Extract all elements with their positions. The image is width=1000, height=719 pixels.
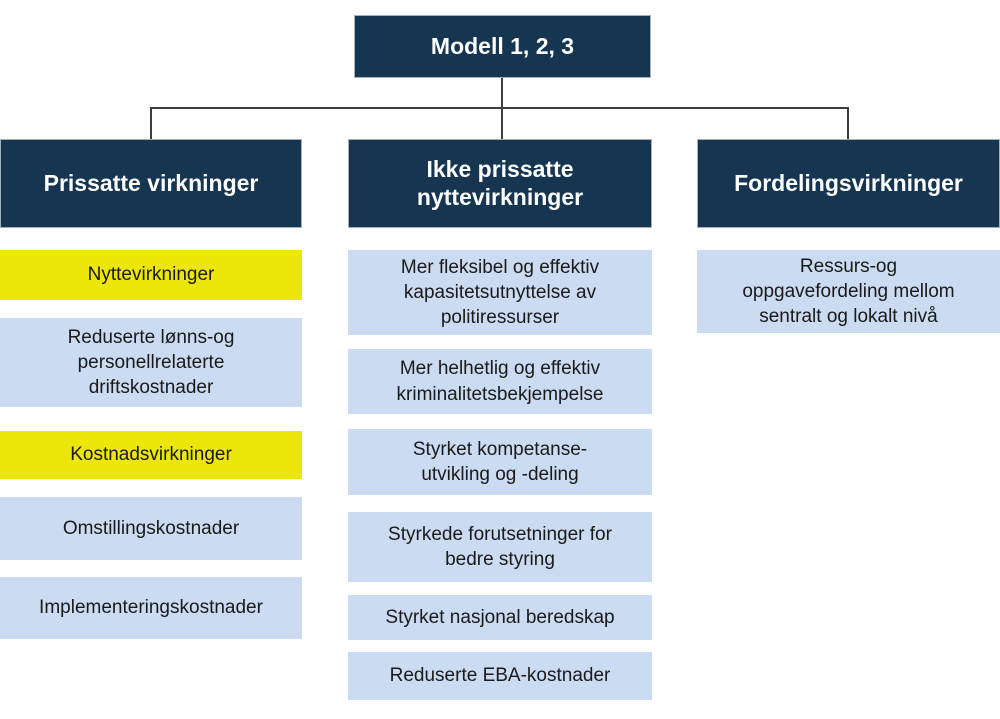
connector-drop-right [847,107,849,139]
item-omstillingskostnader: Omstillingskostnader [0,497,302,560]
item-implementeringskostnader: Implementeringskostnader [0,577,302,639]
root-model-box: Modell 1, 2, 3 [354,15,651,78]
item-helhetlig-kriminalitetsbekjempelse: Mer helhetlig og effektiv kriminalitetsb… [348,349,652,414]
item-fleksibel-kapasitetsutnyttelse: Mer fleksibel og effektiv kapasitetsutny… [348,250,652,335]
column-header-ikke-prissatte-nyttevirkninger: Ikke prissatte nyttevirkninger [348,139,652,228]
item-kompetanseutvikling-deling: Styrket kompetanse- utvikling og -deling [348,429,652,495]
connector-stem [501,78,503,108]
item-nasjonal-beredskap: Styrket nasjonal beredskap [348,595,652,640]
column-header-prissatte-virkninger: Prissatte virkninger [0,139,302,228]
connector-horizontal [150,107,849,109]
item-nyttevirkninger: Nyttevirkninger [0,250,302,300]
item-kostnadsvirkninger: Kostnadsvirkninger [0,431,302,479]
connector-drop-middle [501,107,503,139]
item-reduserte-eba-kostnader: Reduserte EBA-kostnader [348,652,652,700]
item-reduserte-driftskostnader: Reduserte lønns-og personellrelaterte dr… [0,318,302,407]
item-forutsetninger-bedre-styring: Styrkede forutsetninger for bedre styrin… [348,512,652,582]
item-ressurs-oppgavefordeling: Ressurs-og oppgavefordeling mellom sentr… [697,250,1000,333]
connector-drop-left [150,107,152,139]
column-header-fordelingsvirkninger: Fordelingsvirkninger [697,139,1000,228]
